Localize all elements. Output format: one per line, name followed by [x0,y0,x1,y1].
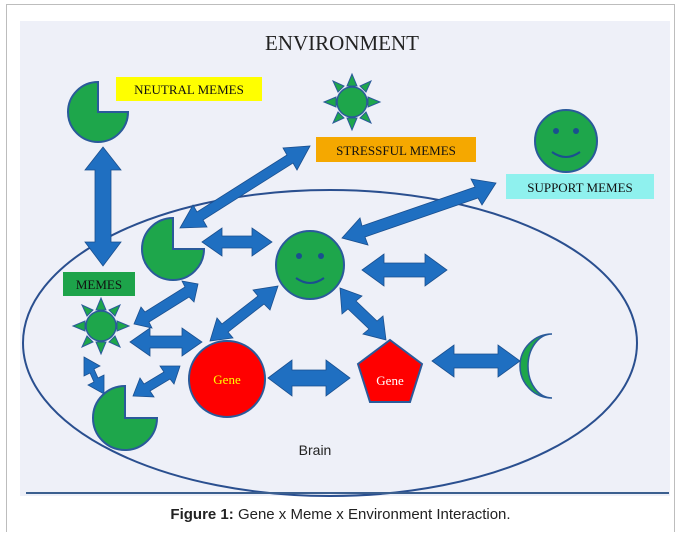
arrow-stressful-pacman [179,145,311,229]
sun-memes-icon [71,296,131,356]
pacman-neutral-icon [67,80,130,143]
arrow-neutral-memes [84,146,122,267]
sun-stressful-icon [322,72,382,132]
arrow-pacman-smiley [201,227,273,257]
arrow-pacman-gene [132,365,181,398]
support-memes-label-box: SUPPORT MEMES [506,174,654,199]
smiley-support-icon [534,109,598,173]
caption-prefix: Figure 1: [170,506,234,523]
arrow-smiley-pentagon [339,287,387,341]
smiley-central-icon [275,230,345,300]
gene-pentagon-node [356,338,424,403]
caption-text: Gene x Meme x Environment Interaction. [237,506,511,523]
arrow-sun-bottom-pacman [83,356,105,395]
pacman-brain-icon [141,216,206,281]
brain-ellipse [22,189,638,497]
memes-label-box: MEMES [63,272,135,296]
neutral-memes-label-box: NEUTRAL MEMES [116,77,262,101]
arrow-support-smiley [341,178,497,246]
gene-meme-diagram: ENVIRONMENT Brain [22,31,669,497]
arrow-gene-pentagon [267,359,351,397]
arrow-sun-gene [129,327,203,357]
memes-label: MEMES [76,277,122,292]
neutral-memes-label: NEUTRAL MEMES [134,82,244,97]
environment-title: ENVIRONMENT [265,31,419,55]
brain-label: Brain [299,442,332,458]
gene-circle-node [188,340,266,418]
moon-icon [519,333,553,399]
stressful-memes-label: STRESSFUL MEMES [336,143,456,158]
arrow-sun-pacman [133,280,199,329]
figure-caption: Figure 1: Gene x Meme x Environment Inte… [0,506,681,523]
gene-circle-label: Gene [213,372,241,387]
support-memes-label: SUPPORT MEMES [527,180,633,195]
arrow-pentagon-moon [431,344,521,378]
gene-pentagon-label: Gene [376,373,404,388]
arrow-smiley-gene [209,285,279,342]
stressful-memes-label-box: STRESSFUL MEMES [316,137,476,162]
arrow-smiley-right [361,253,448,287]
pacman-bottom-icon [92,384,159,451]
